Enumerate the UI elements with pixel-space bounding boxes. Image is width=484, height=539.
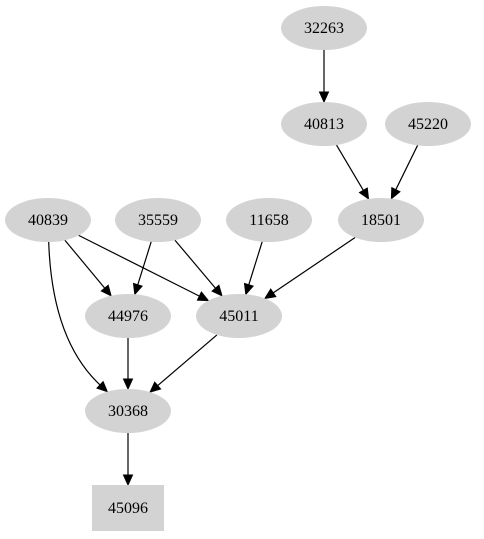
node-label: 45220 <box>408 116 448 133</box>
node-45096: 45096 <box>92 485 164 531</box>
node-45011: 45011 <box>196 294 282 338</box>
node-label: 11658 <box>249 212 288 229</box>
edge-44976-to-30368 <box>122 338 134 391</box>
arrowhead-icon <box>100 284 112 297</box>
node-label: 18501 <box>361 212 401 229</box>
node-11658: 11658 <box>226 198 312 242</box>
arrowhead-icon <box>318 91 330 104</box>
edge-30368-to-45096 <box>122 433 134 487</box>
arrowhead-icon <box>263 288 277 300</box>
edge-45220-to-18501 <box>390 145 419 200</box>
edge-line <box>335 144 364 191</box>
node-45220: 45220 <box>385 102 471 146</box>
edge-40839-to-30368 <box>48 241 109 393</box>
node-ellipse <box>85 389 171 433</box>
node-label: 44976 <box>108 308 148 325</box>
arrowhead-icon <box>211 284 223 297</box>
node-ellipse <box>226 198 312 242</box>
node-label: 40839 <box>28 212 68 229</box>
edge-line <box>157 334 218 387</box>
node-ellipse <box>196 294 282 338</box>
edge-line <box>78 234 200 297</box>
edge-line <box>137 241 152 285</box>
arrowhead-icon <box>96 380 109 393</box>
arrowhead-icon <box>149 381 162 393</box>
node-40813: 40813 <box>281 102 367 146</box>
node-44976: 44976 <box>85 294 171 338</box>
nodes-layer: 32263 40813 45220 18501 40839 35559 11658 44976… <box>5 6 471 531</box>
arrowhead-icon <box>358 187 370 200</box>
node-ellipse <box>338 198 424 242</box>
arrowhead-icon <box>243 282 254 296</box>
edge-line <box>174 239 216 289</box>
edge-18501-to-45011 <box>263 237 356 300</box>
edge-line <box>272 237 356 294</box>
edge-11658-to-45011 <box>243 241 263 296</box>
node-30368: 30368 <box>85 389 171 433</box>
node-ellipse <box>85 294 171 338</box>
edge-45011-to-30368 <box>149 334 218 393</box>
edge-40839-to-44976 <box>64 239 112 297</box>
arrowhead-icon <box>132 282 143 296</box>
edge-40839-to-45011 <box>78 234 210 302</box>
edge-32263-to-40813 <box>318 50 330 104</box>
arrowhead-icon <box>122 378 134 391</box>
node-label: 30368 <box>108 403 148 420</box>
node-ellipse <box>5 198 91 242</box>
node-32263: 32263 <box>281 6 367 50</box>
arrowhead-icon <box>390 186 401 200</box>
node-label: 40813 <box>304 116 344 133</box>
node-40839: 40839 <box>5 198 91 242</box>
node-ellipse <box>115 198 201 242</box>
edge-line <box>395 145 419 190</box>
edge-line <box>64 239 106 289</box>
node-ellipse <box>281 102 367 146</box>
edge-35559-to-45011 <box>174 239 223 297</box>
node-label: 32263 <box>304 20 344 37</box>
node-18501: 18501 <box>338 198 424 242</box>
arrowhead-icon <box>122 474 134 487</box>
edge-40813-to-18501 <box>335 144 370 200</box>
node-label: 45011 <box>219 308 258 325</box>
node-ellipse <box>281 6 367 50</box>
node-label: 35559 <box>138 212 178 229</box>
node-ellipse <box>385 102 471 146</box>
edge-line <box>48 241 101 386</box>
node-35559: 35559 <box>115 198 201 242</box>
edge-35559-to-44976 <box>132 241 152 296</box>
edge-line <box>248 241 263 285</box>
arrowhead-icon <box>196 291 210 302</box>
node-box <box>92 485 164 531</box>
node-label: 45096 <box>108 500 148 517</box>
edges-layer <box>48 50 419 487</box>
